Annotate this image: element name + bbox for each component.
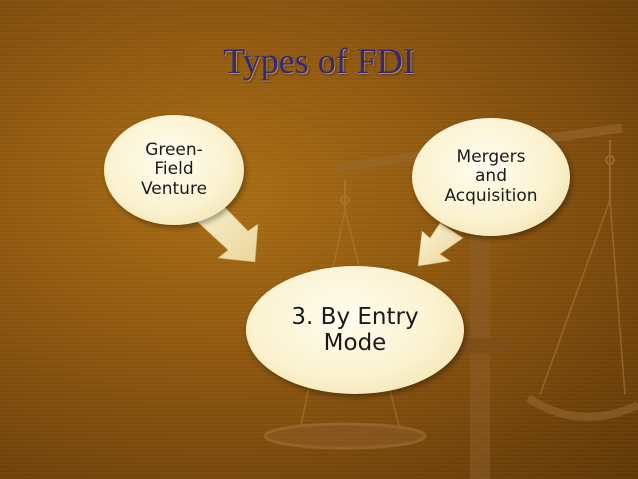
node-text: Field xyxy=(154,159,194,180)
node-text: 3. By Entry xyxy=(291,303,419,330)
slide-title: Types of FDI xyxy=(223,41,415,81)
node-text: Green- xyxy=(145,139,203,160)
node-green-field-venture: Green- Field Venture xyxy=(104,115,244,225)
node-text: and xyxy=(475,166,507,187)
node-text: Venture xyxy=(140,178,208,199)
node-mergers-and-acquisition: Mergers and Acquisition xyxy=(412,118,570,236)
arrow-right xyxy=(417,222,464,267)
node-text: Mergers xyxy=(456,146,526,167)
node-entry-mode: 3. By Entry Mode xyxy=(246,266,464,394)
node-text: Acquisition xyxy=(444,185,538,206)
node-text: Mode xyxy=(323,330,387,356)
